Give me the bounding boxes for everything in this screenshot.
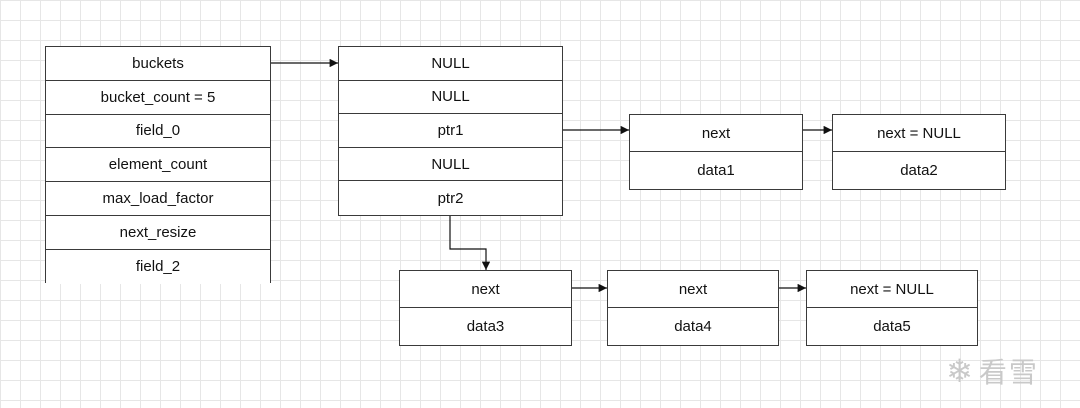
struct-field-element-count: element_count [46, 148, 270, 183]
struct-field-0: field_0 [46, 114, 270, 149]
snowflake-icon: ❄ [946, 353, 973, 389]
struct-field-next-resize: next_resize [46, 215, 270, 250]
bucket-slot: NULL [339, 80, 562, 115]
bucket-slot: ptr2 [339, 181, 562, 215]
node-data: data3 [400, 308, 571, 345]
hashtable-struct: buckets bucket_count = 5 field_0 element… [45, 46, 271, 284]
list-node-5: next = NULL data5 [806, 270, 978, 346]
struct-field-max-load-factor: max_load_factor [46, 182, 270, 216]
bucket-slot: NULL [339, 47, 562, 81]
watermark: ❄ 看雪 [946, 350, 1056, 392]
list-node-2: next = NULL data2 [832, 114, 1006, 190]
list-node-4: next data4 [607, 270, 779, 346]
node-next: next [608, 271, 778, 308]
struct-field-buckets: buckets [46, 47, 270, 81]
node-next: next = NULL [833, 115, 1005, 152]
node-data: data4 [608, 308, 778, 345]
arrow-ptr2-to-node3 [449, 216, 491, 270]
struct-field-2: field_2 [46, 249, 270, 284]
node-data: data5 [807, 308, 977, 345]
bucket-slot: NULL [339, 147, 562, 182]
list-node-3: next data3 [399, 270, 572, 346]
bucket-slot: ptr1 [339, 114, 562, 148]
node-data: data1 [630, 152, 802, 189]
node-next: next [630, 115, 802, 152]
node-next: next [400, 271, 571, 308]
node-data: data2 [833, 152, 1005, 189]
watermark-text: 看雪 [978, 356, 1039, 389]
node-next: next = NULL [807, 271, 977, 308]
list-node-1: next data1 [629, 114, 803, 190]
bucket-array: NULL NULL ptr1 NULL ptr2 [338, 46, 563, 216]
struct-field-bucket-count: bucket_count = 5 [46, 80, 270, 115]
